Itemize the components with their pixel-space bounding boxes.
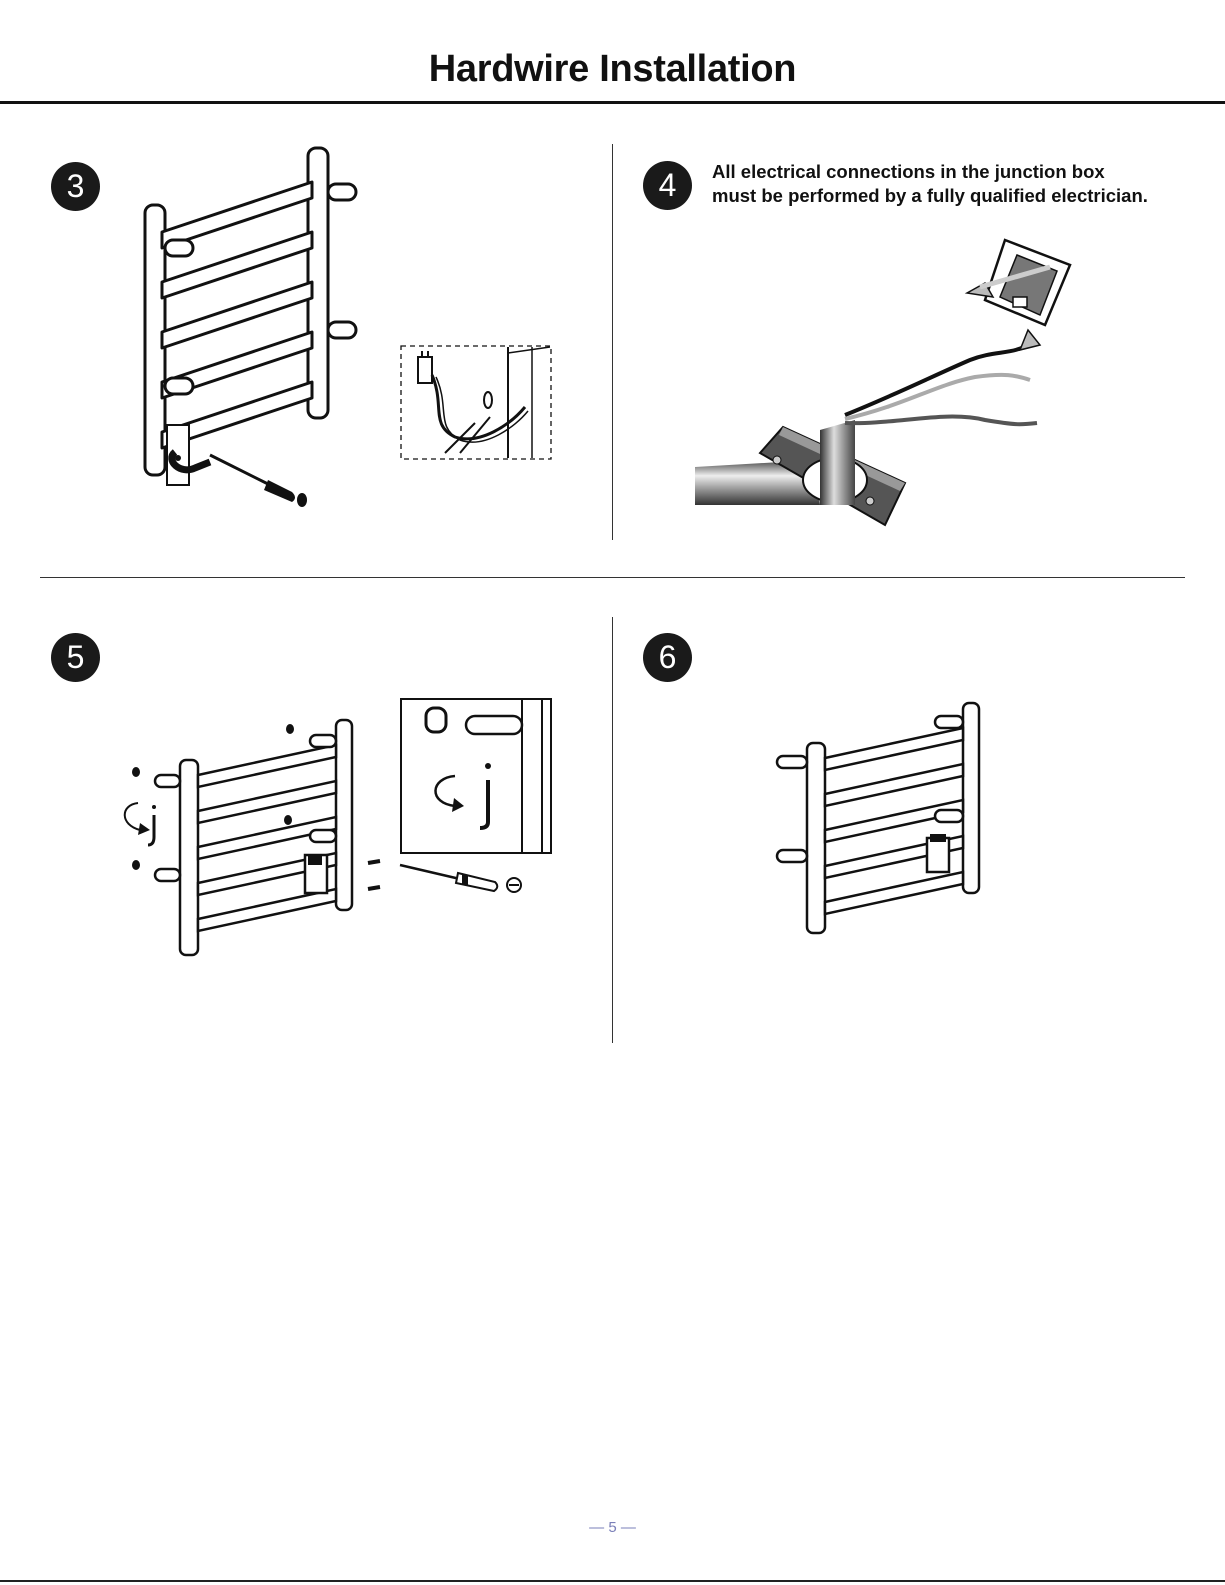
divider-bottom-vertical (612, 617, 613, 1043)
step-4-warning: All electrical connections in the juncti… (712, 160, 1212, 208)
step-3-wire-cutter-inset (400, 345, 555, 463)
step-6-badge: 6 (643, 633, 692, 682)
divider-top-vertical (612, 144, 613, 540)
divider-horizontal (40, 577, 1185, 578)
page-number: — 5 — (0, 1519, 1225, 1536)
page-title: Hardwire Installation (0, 48, 1225, 91)
step-4-badge: 4 (643, 161, 692, 210)
step-5-badge: 5 (51, 633, 100, 682)
step-5-towel-rack-illustration (110, 715, 370, 960)
title-rule (0, 101, 1225, 104)
step-5-screwdriver-icon (360, 855, 535, 905)
step-6-towel-rack-illustration (775, 698, 990, 938)
step-3-screwdriver-icon (200, 440, 320, 510)
bottom-rule (0, 1580, 1225, 1582)
warning-line-1: All electrical connections in the juncti… (712, 160, 1212, 184)
step-4-junction-box-illustration (695, 235, 1085, 535)
warning-line-2: must be performed by a fully qualified e… (712, 184, 1212, 208)
step-5-allen-key-inset (400, 698, 555, 856)
step-3-badge: 3 (51, 162, 100, 211)
